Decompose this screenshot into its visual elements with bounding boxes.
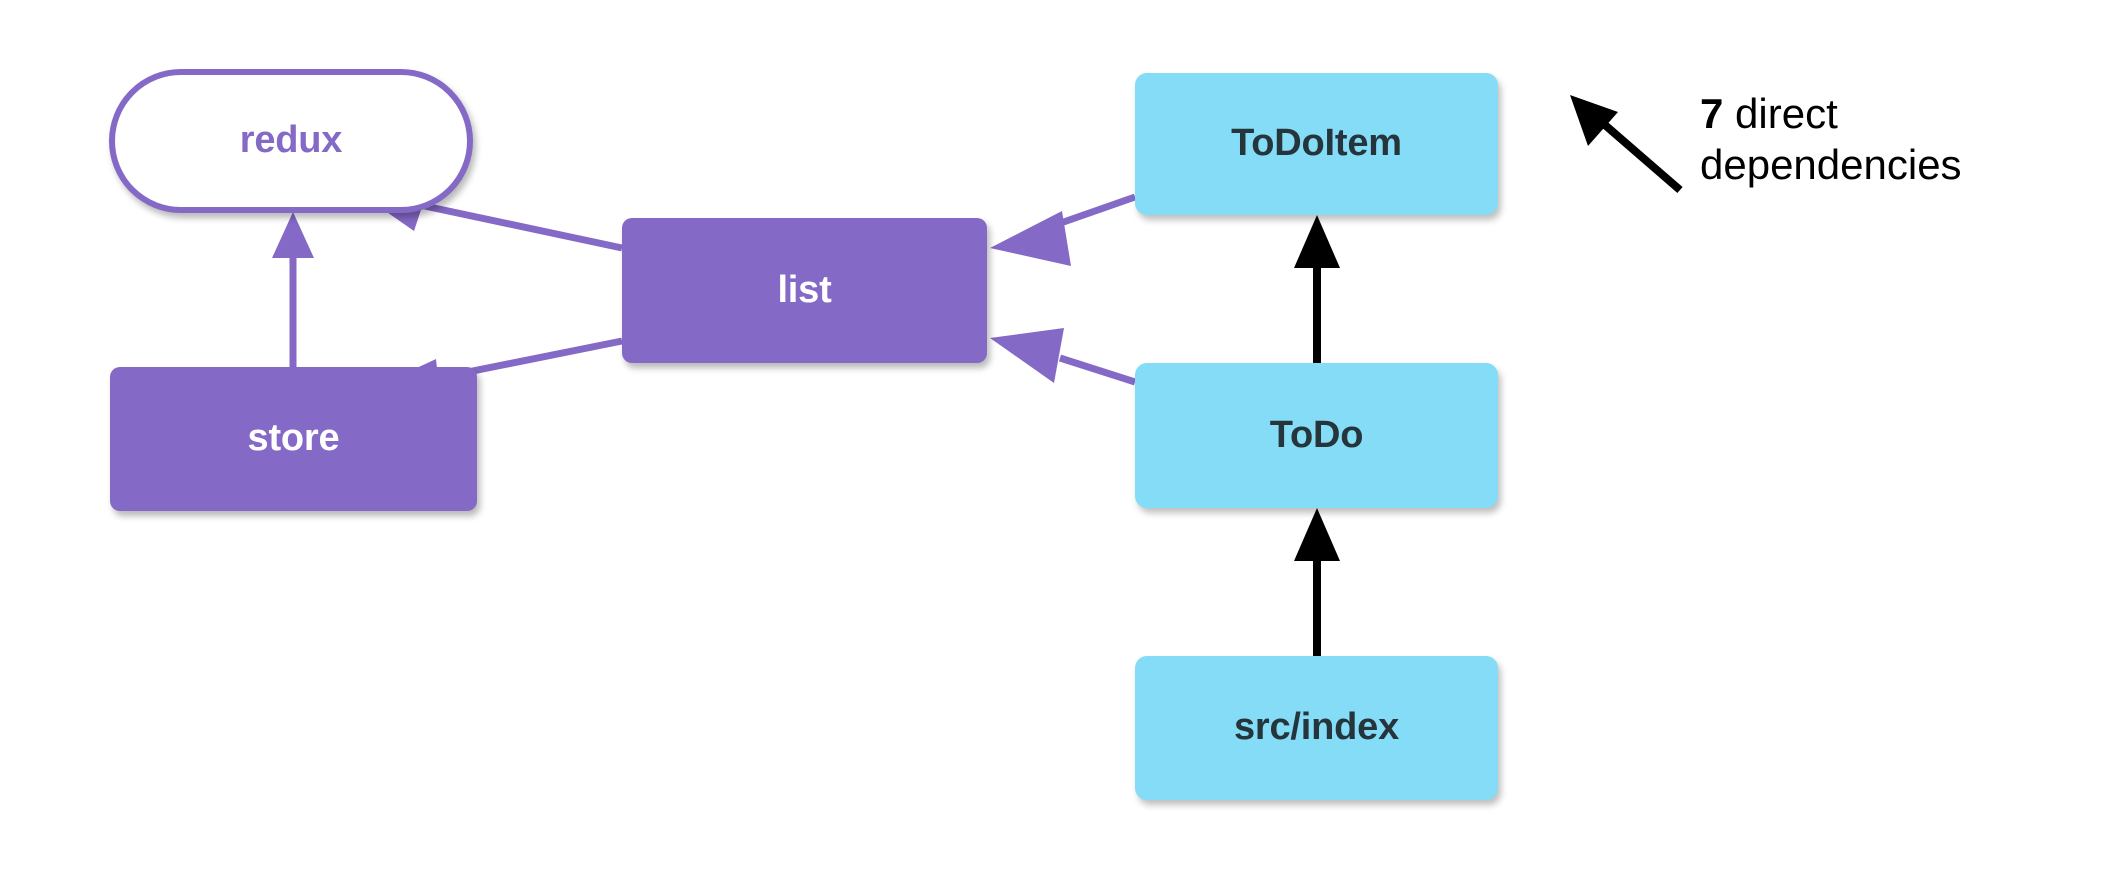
node-store[interactable]: store	[110, 367, 477, 511]
node-todo[interactable]: ToDo	[1135, 363, 1498, 508]
node-todo-label: ToDo	[1269, 413, 1364, 456]
node-todoitem-label: ToDoItem	[1231, 122, 1402, 165]
edge-srcindex-to-todo	[1294, 508, 1340, 656]
annotation-text: 7 direct dependencies	[1700, 88, 2080, 190]
annotation-line-2: dependencies	[1700, 141, 1962, 189]
node-redux-label: redux	[239, 119, 343, 162]
node-src-index-label: src/index	[1233, 706, 1400, 749]
node-list-label: list	[777, 268, 832, 311]
annotation-line-1-rest: direct	[1723, 90, 1838, 137]
annotation-line-1: 7 direct	[1700, 88, 2080, 139]
node-store-label: store	[247, 417, 340, 460]
node-redux[interactable]: redux	[109, 69, 473, 213]
edge-todo-to-list	[990, 328, 1137, 386]
annotation-count: 7	[1700, 90, 1724, 137]
node-list[interactable]: list	[622, 218, 987, 363]
annotation-arrow-up-left-icon	[1570, 95, 1683, 194]
node-src-index[interactable]: src/index	[1135, 656, 1498, 800]
edge-store-to-redux	[272, 212, 314, 367]
node-todoitem[interactable]: ToDoItem	[1135, 73, 1498, 215]
edge-todo-to-todoitem	[1294, 215, 1340, 363]
edge-todoitem-to-list	[990, 193, 1137, 266]
